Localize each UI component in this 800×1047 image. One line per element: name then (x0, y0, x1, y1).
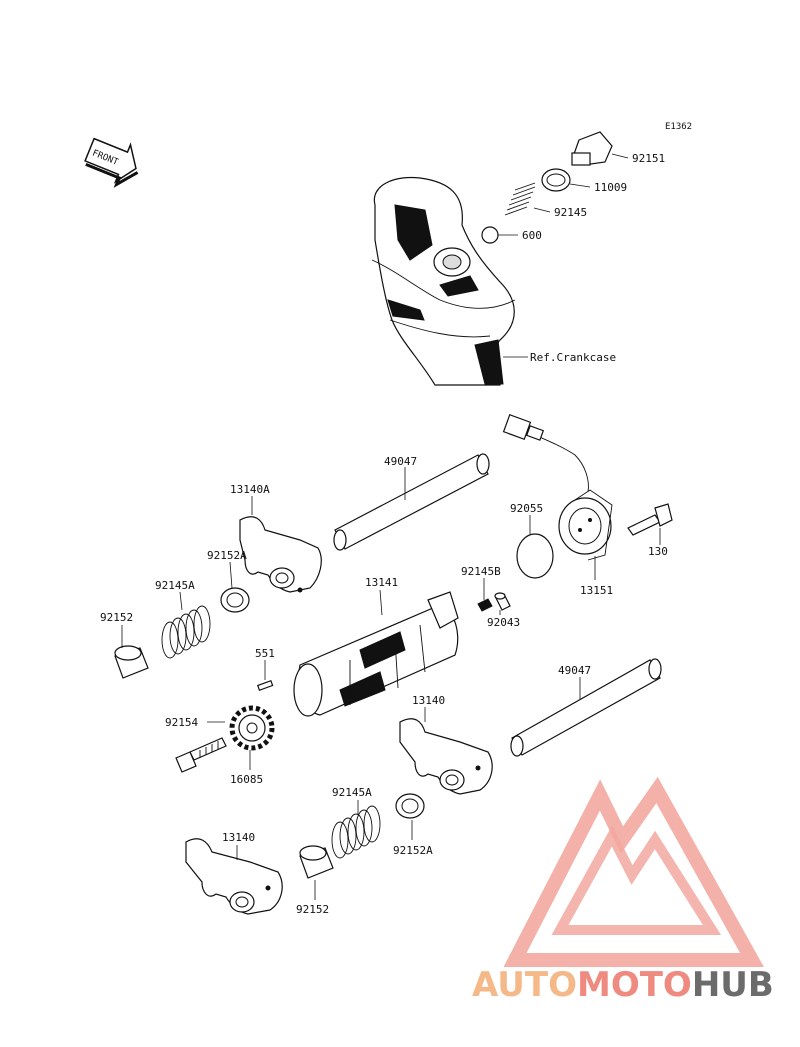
label-49047-upper: 49047 (384, 455, 417, 468)
automotohub-logo: AUTOMOTOHUB (472, 776, 774, 1005)
label-13151: 13151 (580, 584, 613, 597)
label-92154: 92154 (165, 716, 198, 729)
label-13140a: 13140A (230, 483, 270, 496)
shift-fork-13140-middle (399, 718, 493, 795)
pin-92043 (494, 592, 511, 611)
bolt-92154 (175, 737, 227, 773)
logo-text-hub: HUB (692, 965, 774, 1005)
bolt-92151 (571, 131, 613, 166)
label-92152-upper: 92152 (100, 611, 133, 624)
label-13140-lower: 13140 (222, 831, 255, 844)
svg-text:AUTOMOTOHUB: AUTOMOTOHUB (472, 965, 774, 1005)
label-551: 551 (255, 647, 275, 660)
label-92151: 92151 (632, 152, 665, 165)
label-92152a-upper: 92152A (207, 549, 247, 562)
washer-11009 (541, 168, 571, 192)
label-92152a-lower: 92152A (393, 844, 433, 857)
leader-lines (121, 153, 661, 900)
label-92145b: 92145B (461, 565, 501, 578)
dowel-551 (256, 679, 274, 691)
label-92145a-lower: 92145A (332, 786, 372, 799)
label-92043: 92043 (487, 616, 520, 629)
diagram-code: E1362 (665, 122, 692, 132)
shift-shaft-lower (510, 658, 662, 757)
gear-sensor-13151 (502, 414, 613, 561)
logo-text-moto: MOTO (577, 965, 692, 1005)
spring-92145a-upper (161, 605, 211, 659)
gear-16085 (229, 705, 275, 751)
front-arrow-icon: FRONT (84, 137, 139, 188)
logo-text-auto: AUTO (472, 965, 577, 1005)
part-labels: 92151 11009 92145 600 Ref.Crankcase 4904… (100, 152, 668, 916)
ball-600 (481, 226, 499, 244)
label-16085: 16085 (230, 773, 263, 786)
washer-92152a-upper (220, 587, 250, 613)
label-92145a-upper: 92145A (155, 579, 195, 592)
label-92055: 92055 (510, 502, 543, 515)
label-11009: 11009 (594, 181, 627, 194)
label-92152-lower: 92152 (296, 903, 329, 916)
crankcase-reference (371, 176, 516, 386)
label-13140-middle: 13140 (412, 694, 445, 707)
shift-fork-13140a (239, 516, 322, 593)
label-49047-lower: 49047 (558, 664, 591, 677)
pin-92145b (477, 598, 493, 612)
collar-92152-lower (299, 845, 334, 879)
label-92145: 92145 (554, 206, 587, 219)
label-13141: 13141 (365, 576, 398, 589)
label-600: 600 (522, 229, 542, 242)
spring-92145 (504, 182, 536, 216)
label-130: 130 (648, 545, 668, 558)
shift-fork-13140-lower (185, 838, 283, 915)
shift-shaft-upper (333, 453, 490, 551)
o-ring-92055 (516, 533, 554, 579)
bolt-130 (627, 503, 673, 536)
spring-92145a-lower (331, 805, 381, 859)
washer-92152a-lower (395, 793, 425, 819)
collar-92152-upper (114, 645, 149, 679)
ref-crankcase-label: Ref.Crankcase (530, 351, 616, 364)
shift-drum-13141 (293, 591, 459, 717)
